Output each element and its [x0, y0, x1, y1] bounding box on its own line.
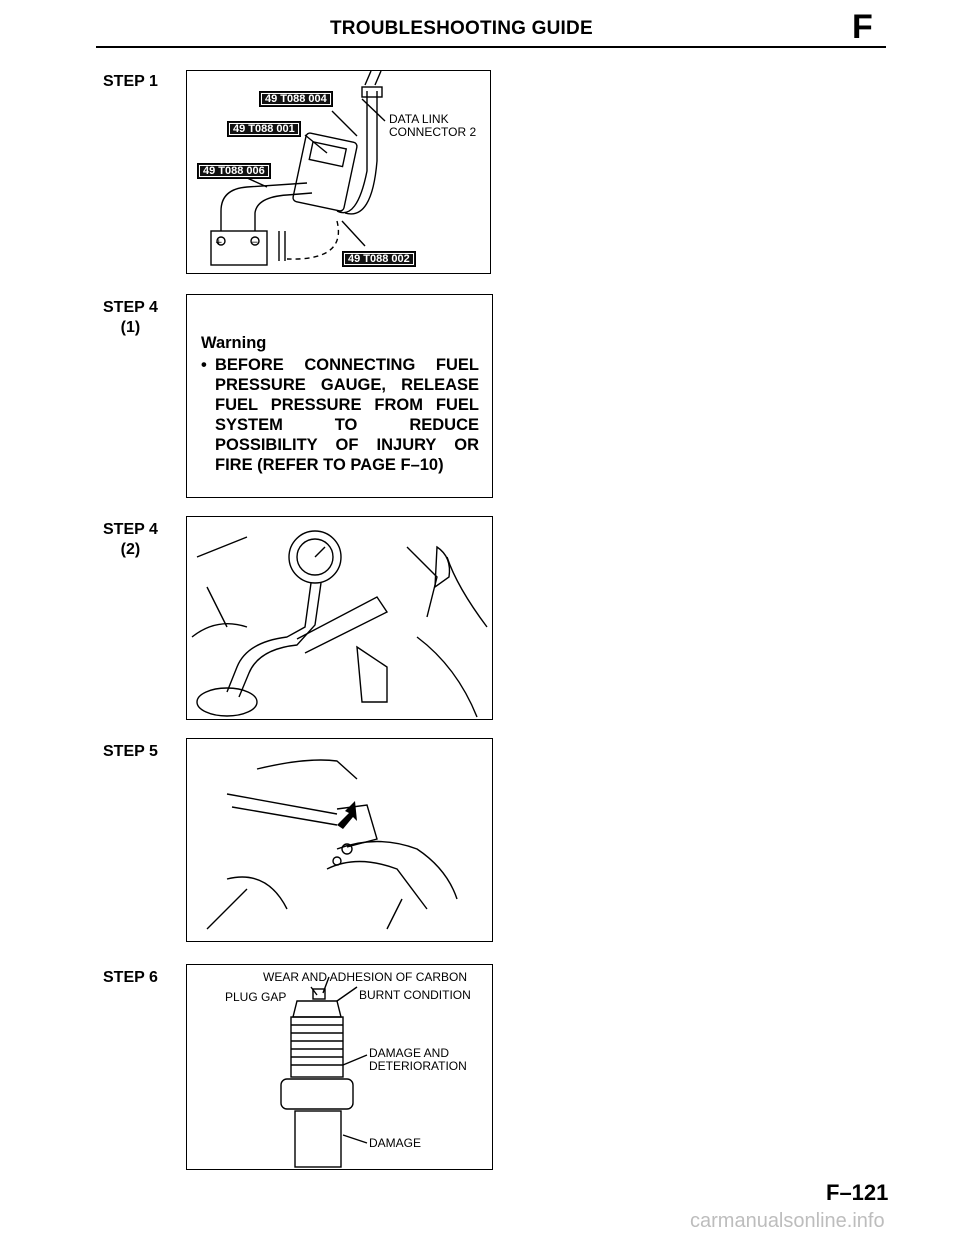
step-6-label: STEP 6 — [103, 969, 158, 986]
burnt-condition-label: BURNT CONDITION — [359, 988, 471, 1002]
tool-tag-001: 49 T088 001 — [227, 121, 301, 137]
warning-heading: Warning — [201, 334, 267, 352]
warning-panel: Warning BEFORE CONNECTING FUEL PRESSURE … — [186, 294, 493, 498]
carbon-wear-label: WEAR AND ADHESION OF CARBON — [263, 970, 468, 984]
fuel-gauge-illustration — [191, 530, 488, 718]
step-4-1-label: STEP 4(1) — [103, 299, 158, 336]
step-4-2-illustration — [186, 516, 493, 720]
plug-gap-label: PLUG GAP — [225, 990, 287, 1004]
header-rule — [96, 46, 886, 48]
step-5-label: STEP 5 — [103, 743, 158, 760]
section-letter: F — [852, 8, 873, 46]
watermark: carmanualsonline.info — [690, 1210, 885, 1232]
tool-tag-004: 49 T088 004 — [259, 91, 333, 107]
tool-tag-006: 49 T088 006 — [197, 163, 271, 179]
step-6-illustration: WEAR AND ADHESION OF CARBON PLUG GAP BUR… — [186, 964, 493, 1170]
arrow-icon — [337, 801, 357, 829]
damage-label: DAMAGE — [369, 1136, 422, 1150]
spark-plug-illustration — [280, 976, 368, 1168]
step-1-label: STEP 1 — [103, 73, 158, 90]
warning-box: Warning BEFORE CONNECTING FUEL PRESSURE … — [201, 333, 479, 475]
step-4-2-label: STEP 4(2) — [103, 521, 158, 558]
page-number: F–121 — [826, 1180, 889, 1205]
svg-text:+: + — [215, 238, 223, 248]
page-title: TROUBLESHOOTING GUIDE — [330, 18, 593, 39]
svg-text:−: − — [251, 238, 259, 248]
tool-tag-002: 49 T088 002 — [342, 251, 416, 267]
warning-item: BEFORE CONNECTING FUEL PRESSURE GAUGE, R… — [201, 355, 479, 475]
step-5-illustration — [186, 738, 493, 942]
step-1-illustration: + − 49 T088 004 49 T088 001 49 T088 006 … — [186, 70, 491, 274]
warning-list: BEFORE CONNECTING FUEL PRESSURE GAUGE, R… — [201, 355, 479, 475]
tester-diagram: + − — [210, 71, 386, 266]
hose-disconnect-illustration — [206, 759, 458, 930]
